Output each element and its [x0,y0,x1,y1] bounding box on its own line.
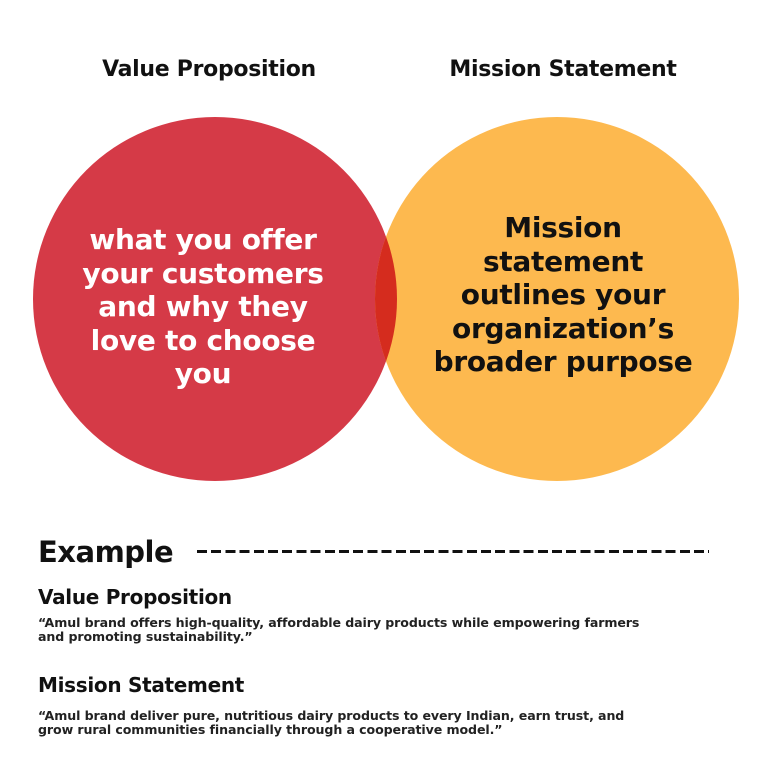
venn-diagram [33,117,739,481]
example-title: Example [38,535,174,569]
example-mission-statement-heading: Mission Statement [38,673,245,697]
example-value-proposition-text: “Amul brand offers high-quality, afforda… [38,615,640,644]
value-proposition-circle [33,117,397,481]
mission-statement-circle [375,117,739,481]
mission-statement-heading: Mission Statement [449,57,677,82]
example-value-proposition-heading: Value Proposition [38,585,232,609]
example-mission-statement-text: “Amul brand deliver pure, nutritious dai… [38,708,625,737]
value-proposition-description: what you offer your customers and why th… [82,223,324,391]
example-section-header: Example [38,532,718,572]
value-proposition-heading: Value Proposition [102,57,316,82]
mission-statement-description: Mission statement outlines your organiza… [433,211,693,379]
dashed-divider [197,550,709,553]
